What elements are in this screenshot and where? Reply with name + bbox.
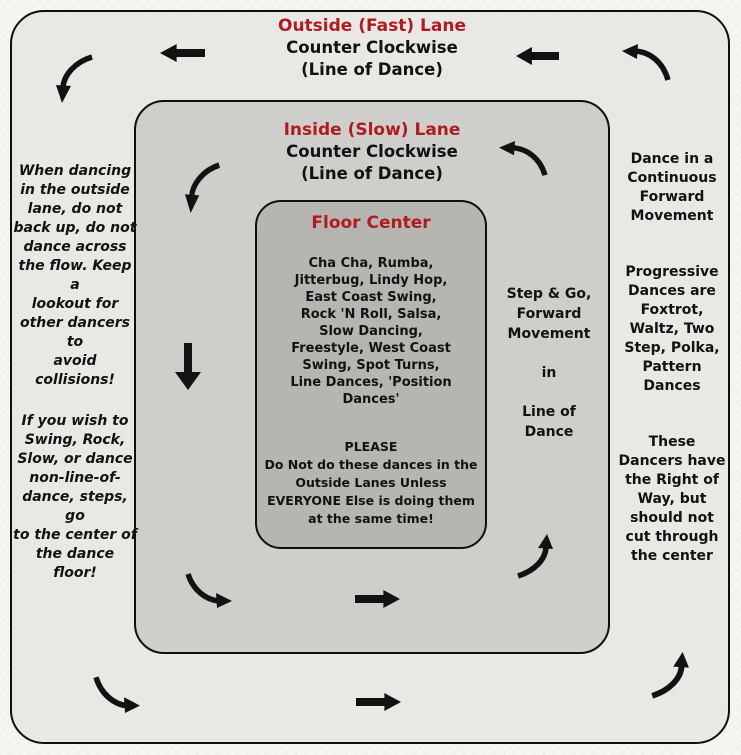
inside-top-left-curve-arrow-icon [184, 161, 224, 213]
step-and-go-column: Step & Go, Forward Movement in Line of D… [489, 284, 609, 461]
outer-top-right-curve-arrow-icon [622, 44, 672, 84]
inside-bottom-straight-arrow-icon [355, 590, 400, 608]
inside-lane-title-block: Inside (Slow) Lane Counter Clockwise (Li… [240, 119, 504, 185]
inside-right-curve-arrow-icon [514, 534, 554, 580]
outside-lane-subtitle: Counter Clockwise (Line of Dance) [286, 38, 458, 79]
left-notes-column: When dancing in the outside lane, do not… [12, 162, 138, 605]
floor-center-box: Floor Center Cha Cha, Rumba, Jitterbug, … [255, 200, 487, 549]
inside-lane-subtitle: Counter Clockwise (Line of Dance) [286, 142, 458, 183]
step-and-go-line-of-dance: Line of Dance [522, 404, 576, 440]
inside-bottom-left-curve-arrow-icon [184, 570, 232, 608]
inside-lane-heading: Inside (Slow) Lane [283, 120, 461, 140]
inside-left-down-arrow-icon [172, 343, 204, 390]
outer-top-left-straight-arrow-icon [160, 44, 205, 62]
floor-center-notice: PLEASE Do Not do these dances in the Out… [264, 439, 478, 526]
outside-lane-title-block: Outside (Fast) Lane Counter Clockwise (L… [240, 15, 504, 81]
outer-bottom-straight-arrow-icon [356, 693, 401, 711]
progressive-dances-note: Progressive Dances are Foxtrot, Waltz, T… [624, 264, 720, 394]
outside-lane-warning-note: When dancing in the outside lane, do not… [13, 163, 137, 388]
outer-top-right-straight-arrow-icon [516, 47, 559, 65]
floor-center-dance-list: Cha Cha, Rumba, Jitterbug, Lindy Hop, Ea… [290, 256, 452, 407]
floor-center-title: Floor Center [311, 213, 431, 233]
right-of-way-note: These Dancers have the Right of Way, but… [618, 434, 726, 564]
outer-bottom-right-curve-arrow-icon [648, 652, 690, 700]
step-and-go-note: Step & Go, Forward Movement [506, 286, 592, 342]
step-and-go-in: in [541, 365, 557, 381]
outer-bottom-left-curve-arrow-icon [92, 673, 140, 713]
right-notes-column: Dance in a Continuous Forward Movement P… [612, 150, 732, 603]
outer-top-left-curve-arrow-icon [55, 53, 97, 103]
continuous-forward-note: Dance in a Continuous Forward Movement [627, 151, 717, 224]
outside-lane-heading: Outside (Fast) Lane [278, 16, 466, 36]
go-to-center-note: If you wish to Swing, Rock, Slow, or dan… [13, 413, 137, 581]
inside-top-right-curve-arrow-icon [499, 141, 549, 179]
